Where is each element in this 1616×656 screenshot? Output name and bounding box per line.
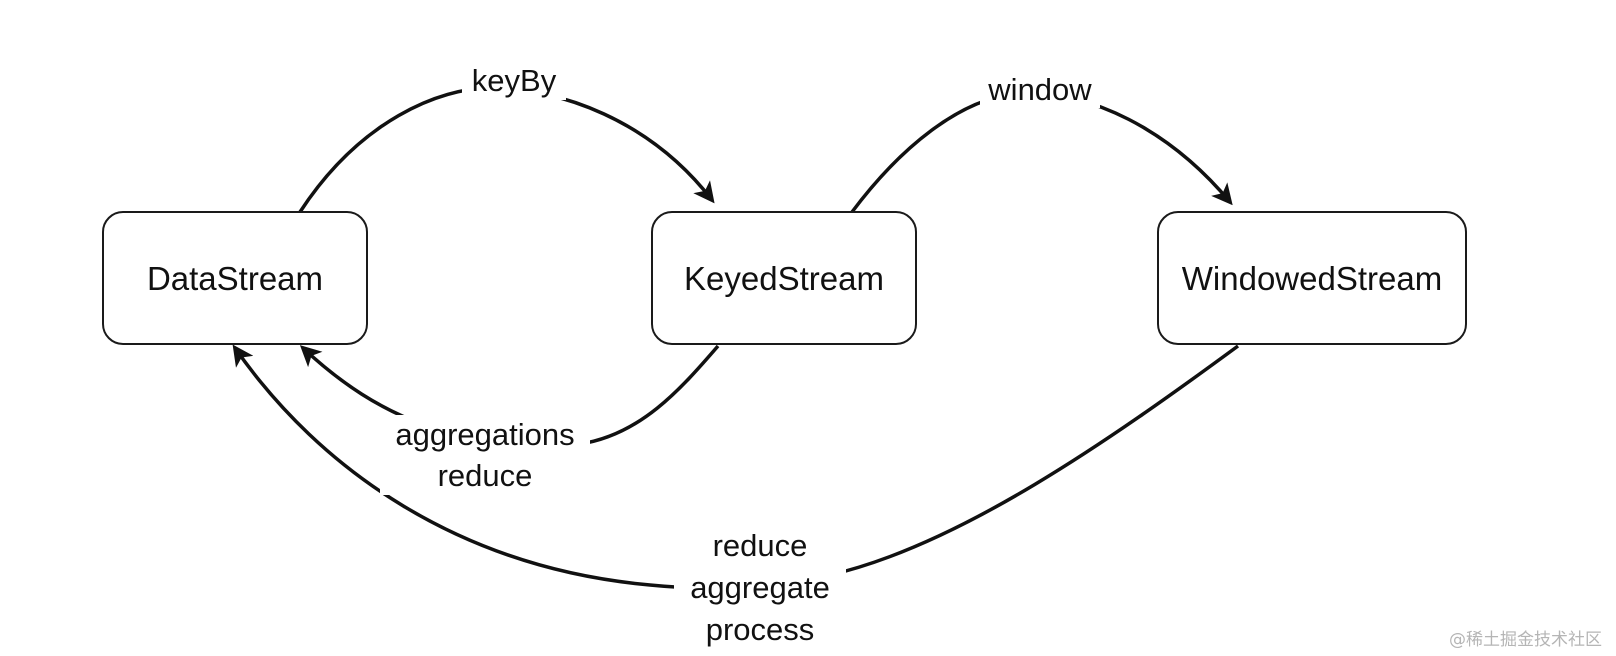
node-datastream-label: DataStream bbox=[147, 260, 323, 297]
edge-window bbox=[850, 91, 1233, 214]
node-datastream-box bbox=[102, 211, 368, 345]
edge-label-window-process: process bbox=[706, 612, 815, 647]
edge-label-keyby: keyBy bbox=[472, 63, 557, 98]
node-datastream: DataStream bbox=[102, 211, 368, 345]
edge-keyby bbox=[298, 86, 715, 213]
watermark-text: @稀土掘金技术社区 bbox=[1449, 630, 1602, 650]
edge-label-reduce: reduce bbox=[438, 458, 533, 493]
edge-label-window-aggregate: aggregate bbox=[690, 570, 830, 605]
edge-label-window: window bbox=[987, 72, 1092, 107]
node-keyedstream: KeyedStream bbox=[651, 211, 917, 345]
node-windowedstream-label: WindowedStream bbox=[1182, 260, 1442, 297]
edge-label-window-reduce: reduce bbox=[713, 528, 808, 563]
node-keyedstream-label: KeyedStream bbox=[684, 260, 884, 297]
node-windowedstream: WindowedStream bbox=[1157, 211, 1467, 345]
node-keyedstream-box bbox=[651, 211, 917, 345]
node-windowedstream-box bbox=[1157, 211, 1467, 345]
edge-label-aggregations: aggregations bbox=[395, 417, 574, 452]
